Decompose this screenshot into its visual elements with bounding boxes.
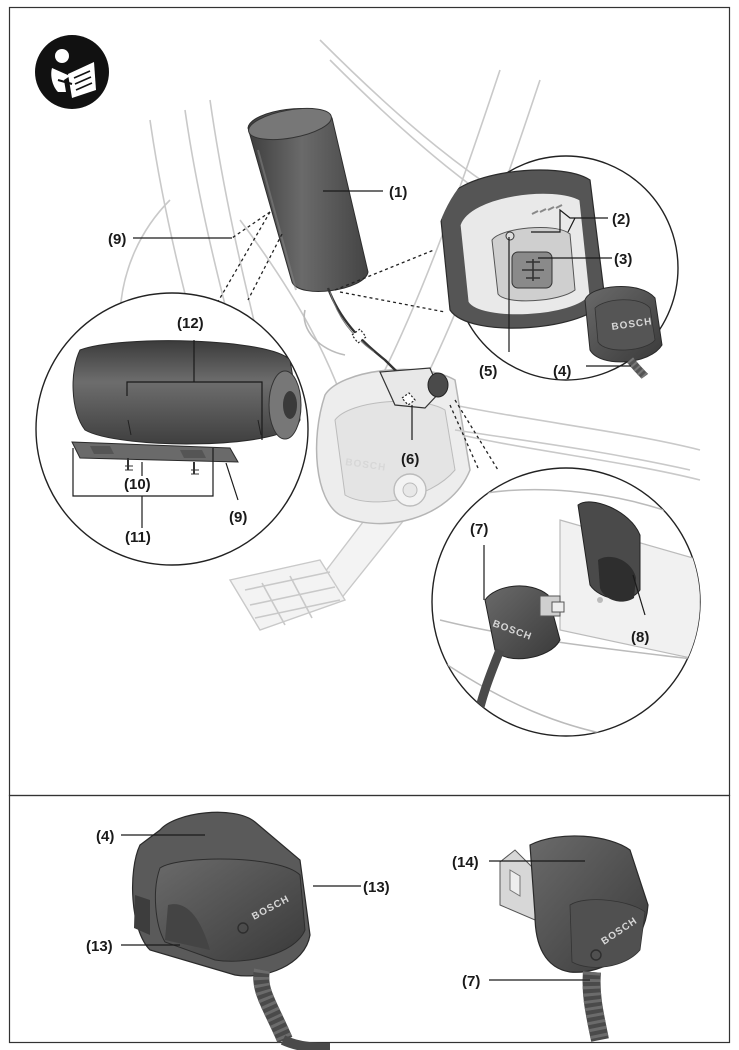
callout-4-bottom: (4) <box>96 828 114 845</box>
callout-9-detail: (9) <box>229 509 247 526</box>
callout-7-top: (7) <box>470 521 488 538</box>
leader-lines-bottom <box>121 834 590 981</box>
read-manual-icon <box>35 35 109 109</box>
callout-14: (14) <box>452 854 479 871</box>
plug-closeup: BOSCH <box>499 835 649 1042</box>
detail-circle-drive-socket: BOSCH <box>431 467 701 737</box>
bottom-panel-frame <box>8 794 731 1044</box>
callout-2: (2) <box>612 211 630 228</box>
callout-7-bottom: (7) <box>462 973 480 990</box>
callout-1: (1) <box>389 184 407 201</box>
callout-11: (11) <box>125 529 151 546</box>
leader-lines-top <box>72 190 646 616</box>
callout-13-left: (13) <box>86 938 113 955</box>
detail-circle-mounting <box>35 292 309 566</box>
cap-closeup: BOSCH <box>132 811 331 1050</box>
callout-6: (6) <box>401 451 419 468</box>
callout-13-right: (13) <box>363 879 390 896</box>
callout-12: (12) <box>177 315 204 332</box>
callout-4-top: (4) <box>553 363 571 380</box>
callout-8: (8) <box>631 629 649 646</box>
callout-3: (3) <box>614 251 632 268</box>
callout-5: (5) <box>479 363 497 380</box>
battery-range-extender <box>247 107 369 292</box>
bike-frame-ghost: BOSCH <box>118 39 701 631</box>
detail-leaders <box>215 211 499 471</box>
detail-circle-battery-socket: BOSCH <box>439 155 679 396</box>
callout-9-left: (9) <box>108 231 126 248</box>
callout-10: (10) <box>124 476 151 493</box>
battery-cable <box>303 287 449 409</box>
